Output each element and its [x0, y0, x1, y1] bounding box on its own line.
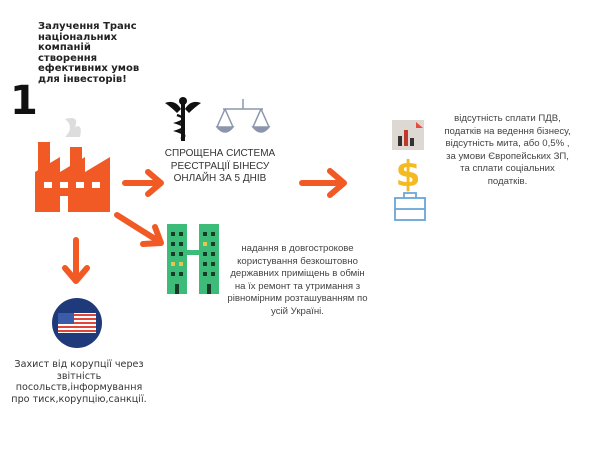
scales-icon	[215, 99, 271, 133]
arrow-diagonal-icon	[114, 212, 164, 247]
us-flag-icon	[52, 298, 102, 348]
chart-report-icon	[392, 120, 424, 150]
step-number: 1	[10, 78, 38, 124]
premises-text: надання в довгострокове користування без…	[227, 243, 368, 317]
arrow-right-icon	[122, 169, 164, 197]
finance-icons: $	[392, 120, 426, 221]
registration-text: СПРОЩЕНА СИСТЕМА РЕЄСТРАЦІЇ БІНЕСУ ОНЛАЙ…	[164, 148, 276, 184]
caduceus-icon	[165, 97, 271, 141]
corruption-text: Захист від корупції через звітність посо…	[11, 359, 147, 405]
building-icon	[167, 224, 219, 294]
arrow-down-icon	[62, 237, 90, 284]
briefcase-icon	[394, 192, 426, 221]
factory-icon	[35, 118, 110, 212]
tax-text: відсутність сплати ПДВ, податків на веде…	[444, 113, 571, 187]
title: Залучення Транс національних компаній ст…	[38, 21, 140, 85]
dollar-icon: $	[395, 154, 420, 195]
arrow-right-icon	[299, 168, 347, 198]
